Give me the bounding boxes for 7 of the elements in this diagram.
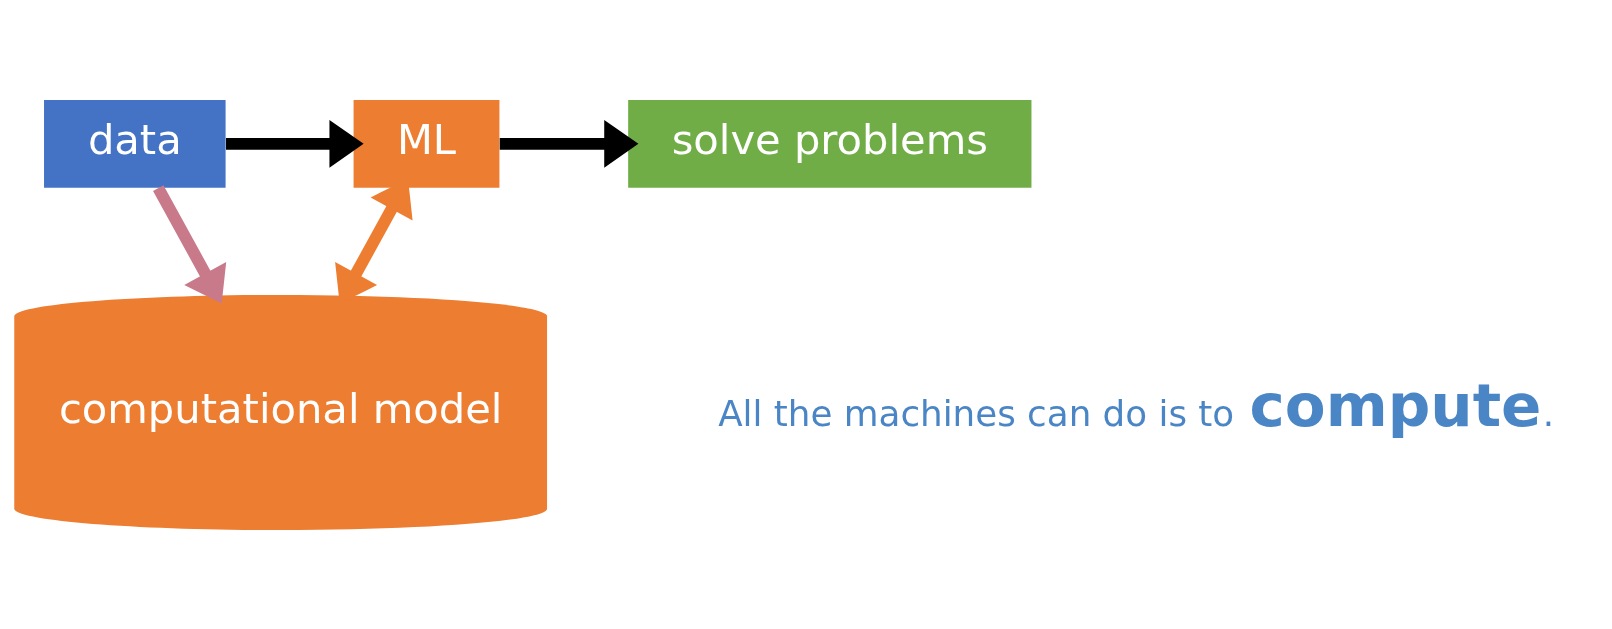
arrow [153,184,227,304]
arrow [225,119,364,168]
node-box: data [44,99,226,188]
label: All the machines can do is to compute. [718,370,1555,440]
node-box: ML [353,99,500,188]
node-box: solve problems [628,99,1032,188]
arrow [499,119,639,168]
